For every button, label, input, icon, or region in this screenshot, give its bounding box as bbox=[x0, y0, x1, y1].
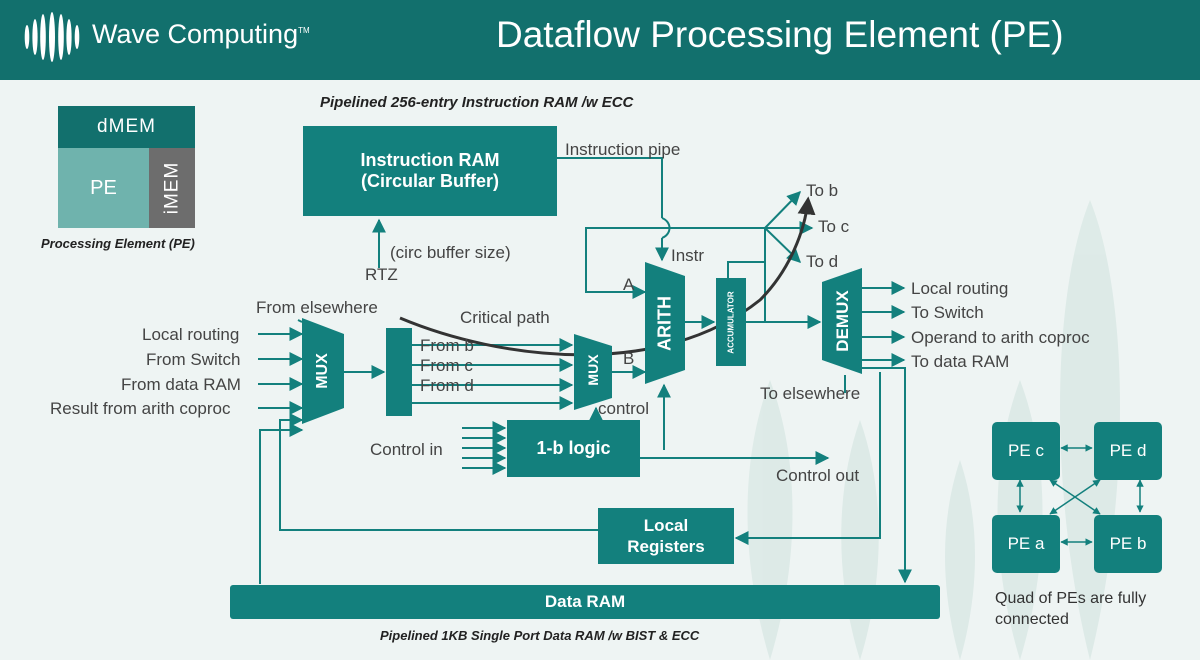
local-routing-in-label: Local routing bbox=[142, 325, 240, 344]
data-ram-block: Data RAM bbox=[230, 585, 940, 619]
legend-pe: PE bbox=[58, 148, 149, 228]
arith-label: ARITH bbox=[654, 296, 675, 351]
to-elsewhere-label: To elsewhere bbox=[760, 384, 861, 403]
critical-path-label: Critical path bbox=[460, 308, 550, 327]
legend-imem: iMEM bbox=[149, 148, 195, 228]
instruction-ram-line2: (Circular Buffer) bbox=[360, 171, 499, 191]
from-c-label: From c bbox=[420, 356, 473, 375]
to-c-label: To c bbox=[818, 217, 850, 236]
mux2-block bbox=[574, 334, 612, 410]
pe-a-block: PE a bbox=[992, 515, 1060, 573]
mux-block bbox=[302, 318, 344, 424]
from-switch-label: From Switch bbox=[146, 350, 241, 369]
instruction-ram-line1: Instruction RAM bbox=[360, 150, 500, 170]
quad-caption-line1: Quad of PEs are fully bbox=[995, 590, 1147, 607]
pe-b-block: PE b bbox=[1094, 515, 1162, 573]
demux-block bbox=[822, 268, 862, 374]
quad-caption-line2: connected bbox=[995, 611, 1069, 628]
legend-caption: Processing Element (PE) bbox=[41, 236, 195, 251]
circ-buffer-label: (circ buffer size) bbox=[390, 243, 511, 262]
pe-c-block: PE c bbox=[992, 422, 1060, 480]
rtz-label: RTZ bbox=[365, 265, 398, 284]
instruction-pipe-label: Instruction pipe bbox=[565, 140, 681, 159]
legend-dmem: dMEM bbox=[58, 106, 195, 148]
instr-label: Instr bbox=[671, 246, 705, 265]
result-coproc-label: Result from arith coproc bbox=[50, 399, 231, 418]
pe-d-block: PE d bbox=[1094, 422, 1162, 480]
page-title: Dataflow Processing Element (PE) bbox=[496, 14, 1064, 55]
b-input-label: B bbox=[623, 349, 635, 368]
pipeline-register bbox=[386, 328, 412, 416]
local-registers-block: Local Registers bbox=[598, 508, 734, 564]
to-switch-label: To Switch bbox=[911, 303, 984, 322]
demux-label: DEMUX bbox=[833, 290, 852, 352]
a-input-label: A bbox=[623, 275, 635, 294]
accumulator-label: ACCUMULATOR bbox=[726, 290, 736, 354]
arith-block bbox=[645, 262, 685, 384]
from-data-ram-label: From data RAM bbox=[121, 375, 241, 394]
control-in-label: Control in bbox=[370, 440, 443, 459]
to-d-label: To d bbox=[806, 252, 839, 271]
header-bar: Wave ComputingTM Dataflow Processing Ele… bbox=[0, 0, 1200, 80]
local-routing-out-label: Local routing bbox=[911, 279, 1009, 298]
accumulator-block: ACCUMULATOR bbox=[716, 278, 746, 366]
wave-logo-icon bbox=[24, 12, 80, 62]
to-data-ram-label: To data RAM bbox=[911, 352, 1010, 371]
instruction-ram-block: Instruction RAM (Circular Buffer) bbox=[303, 126, 557, 216]
legend-imem-label: iMEM bbox=[161, 161, 182, 215]
from-b-label: From b bbox=[420, 336, 474, 355]
mux-control-label: control bbox=[598, 399, 650, 418]
from-d-label: From d bbox=[420, 376, 474, 395]
data-ram-caption: Pipelined 1KB Single Port Data RAM /w BI… bbox=[380, 628, 700, 643]
logo-wordmark: Wave ComputingTM bbox=[92, 19, 310, 49]
mux-label: MUX bbox=[314, 353, 331, 389]
mux2-label: MUX bbox=[585, 354, 601, 386]
one-bit-logic-block: 1-b logic bbox=[507, 420, 640, 477]
local-registers-line2: Registers bbox=[627, 537, 705, 556]
local-registers-line1: Local bbox=[643, 516, 689, 535]
instruction-ram-caption: Pipelined 256-entry Instruction RAM /w E… bbox=[320, 94, 634, 111]
from-elsewhere-label: From elsewhere bbox=[256, 298, 378, 317]
control-out-label: Control out bbox=[776, 466, 860, 485]
to-b-label: To b bbox=[806, 181, 839, 200]
operand-coproc-label: Operand to arith coproc bbox=[911, 328, 1090, 347]
